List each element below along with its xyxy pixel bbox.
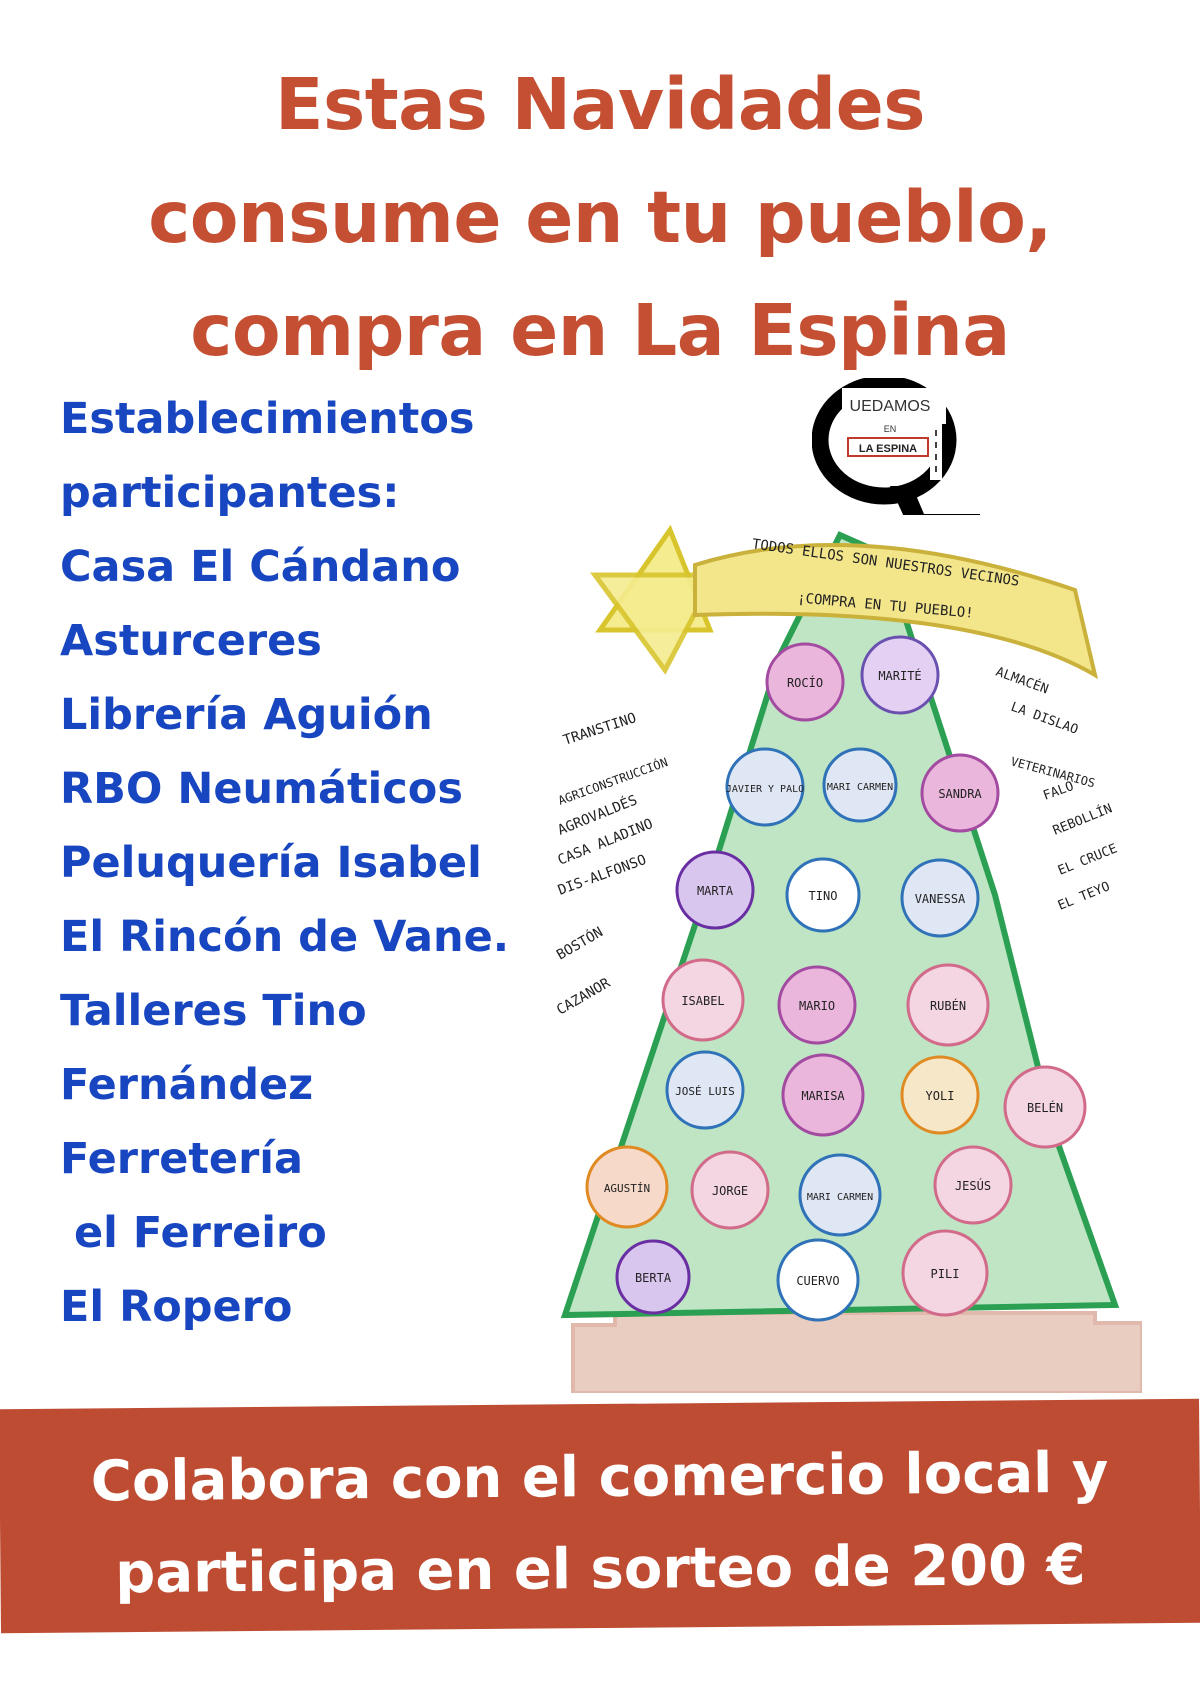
- ornament: [725, 747, 805, 827]
- ornament: [661, 958, 745, 1042]
- ornament: [777, 965, 857, 1045]
- store-list-title-2: participantes:: [60, 468, 400, 518]
- ornament: [906, 963, 990, 1047]
- store-item: Talleres Tino: [60, 986, 367, 1036]
- store-item: Peluquería Isabel: [60, 838, 482, 888]
- ornament: [920, 753, 1000, 833]
- ornament: [785, 857, 861, 933]
- banner-line-2: participa en el sorteo de 200 €: [114, 1532, 1086, 1607]
- ornament: [585, 1145, 669, 1229]
- ornament: [1003, 1065, 1087, 1149]
- headline-line-3: compra en La Espina: [190, 289, 1010, 372]
- headline-line-2: consume en tu pueblo,: [148, 176, 1052, 259]
- store-list: Establecimientos participantes: Casa El …: [60, 382, 550, 1344]
- ornament-label: MARIO: [799, 999, 835, 1013]
- ornament-label: JOSÉ LUIS: [675, 1085, 735, 1098]
- ornament-label: JORGE: [712, 1184, 748, 1198]
- ornament-label: JAVIER Y PALO: [726, 784, 804, 795]
- store-item: RBO Neumáticos: [60, 764, 463, 814]
- ornament: [822, 747, 898, 823]
- store-item: Librería Aguión: [60, 690, 433, 740]
- ornament-label: CUERVO: [796, 1274, 839, 1288]
- ornament: [776, 1238, 860, 1322]
- ornament-label: BERTA: [635, 1271, 672, 1285]
- store-list-title-1: Establecimientos: [60, 394, 475, 444]
- ornament-label: RUBÉN: [930, 998, 966, 1013]
- banner-line-1: Colabora con el comercio local y: [90, 1440, 1109, 1515]
- store-item: el Ferreiro: [74, 1208, 327, 1258]
- tree-trunk: [571, 1311, 1142, 1393]
- logo-place: LA ESPINA: [859, 443, 917, 455]
- ornament-label: TINO: [809, 889, 838, 903]
- ornament-label: ISABEL: [681, 994, 724, 1008]
- ornament-label: MARI CARMEN: [807, 1192, 873, 1203]
- christmas-tree-drawing: TODOS ELLOS SON NUESTROS VECINOS ¡COMPRA…: [555, 515, 1142, 1393]
- ornament: [901, 1229, 989, 1317]
- logo-word: UEDAMOS: [850, 398, 931, 415]
- ornament: [798, 1153, 882, 1237]
- ornament-label: MARTA: [697, 884, 734, 898]
- logo-small: EN: [884, 424, 897, 434]
- ornament: [615, 1239, 691, 1315]
- store-item: Fernández: [60, 1060, 314, 1110]
- store-item: El Rincón de Vane.: [60, 912, 510, 962]
- ornament-label: MARISA: [801, 1089, 845, 1103]
- star-icon: [590, 524, 720, 675]
- q-logo-icon: UEDAMOS EN LA ESPINA: [812, 378, 980, 530]
- ornament-label: YOLI: [926, 1089, 955, 1103]
- ornament-label: SANDRA: [938, 787, 982, 801]
- ornament: [900, 1055, 980, 1135]
- ornament: [900, 858, 980, 938]
- store-item: Casa El Cándano: [60, 542, 461, 592]
- ornament-label: PILI: [931, 1267, 960, 1281]
- ornament-label: BELÉN: [1027, 1100, 1063, 1115]
- banner-text: Colabora con el comercio local y partici…: [0, 1427, 1200, 1621]
- ornament-label: MARITÉ: [878, 668, 921, 683]
- ornament-label: JESÚS: [955, 1178, 991, 1193]
- ornament: [765, 642, 845, 722]
- headline: Estas Navidades consume en tu pueblo, co…: [0, 48, 1200, 387]
- store-item: Ferretería: [60, 1134, 304, 1184]
- headline-line-1: Estas Navidades: [274, 63, 926, 146]
- ornament: [860, 635, 940, 715]
- ornament: [933, 1145, 1013, 1225]
- store-item: Asturceres: [60, 616, 322, 666]
- ornament-label: MARI CARMEN: [827, 782, 893, 793]
- store-item: El Ropero: [60, 1282, 293, 1332]
- ribbon: [693, 543, 1099, 680]
- ornament: [675, 850, 755, 930]
- ornament: [690, 1150, 770, 1230]
- ornament-label: AGUSTÍN: [604, 1182, 650, 1195]
- ornament: [781, 1053, 865, 1137]
- ornament-label: VANESSA: [915, 892, 966, 906]
- ornament: [665, 1050, 745, 1130]
- ornament-label: ROCÍO: [787, 675, 823, 690]
